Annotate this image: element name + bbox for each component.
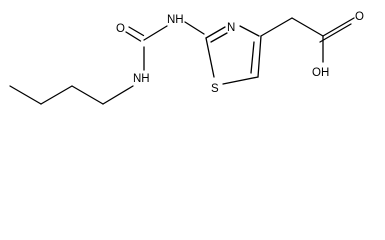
molecule-structure: NH O NH N S O OH	[9, 11, 364, 105]
bond-s-c2	[205, 37, 215, 78]
bond-carbonyl-nh	[143, 25, 168, 41]
bond-c3-c4	[71, 85, 104, 105]
atom-nh-left: NH	[133, 73, 150, 85]
bond-nh-ring	[184, 21, 205, 35]
bond-carbonyl-o-b	[128, 26, 145, 37]
bond-c2-n3-a	[205, 26, 226, 39]
bond-carbonyl-o-a	[125, 31, 142, 42]
bond-c5-s	[222, 76, 259, 85]
bond-c4-nh	[102, 85, 134, 105]
atom-s-ring: S	[211, 83, 219, 95]
butyl-chain	[9, 85, 134, 105]
atom-oh-acid: OH	[312, 67, 329, 79]
bond-c4-c5-b	[250, 41, 255, 74]
atom-nh-right: NH	[167, 14, 184, 26]
bond-c1-c2	[9, 85, 42, 105]
atom-o-acid: O	[355, 11, 364, 23]
bond-ch2-cooh	[291, 17, 324, 37]
bond-c2-c3	[40, 85, 73, 105]
bond-c-o-b	[319, 23, 352, 43]
bond-c4-c5-a	[257, 35, 262, 78]
bond-c2-n3-b	[210, 32, 228, 43]
bond-n3-c4	[239, 25, 260, 37]
bond-c4-ch2	[260, 17, 293, 37]
acetic-acid-group	[260, 17, 355, 63]
bond-c-o-a	[322, 17, 355, 37]
thiazole-ring	[205, 25, 262, 85]
atom-n-ring: N	[227, 22, 235, 34]
atom-o-carbonyl: O	[116, 23, 125, 35]
urea-group	[125, 21, 205, 71]
